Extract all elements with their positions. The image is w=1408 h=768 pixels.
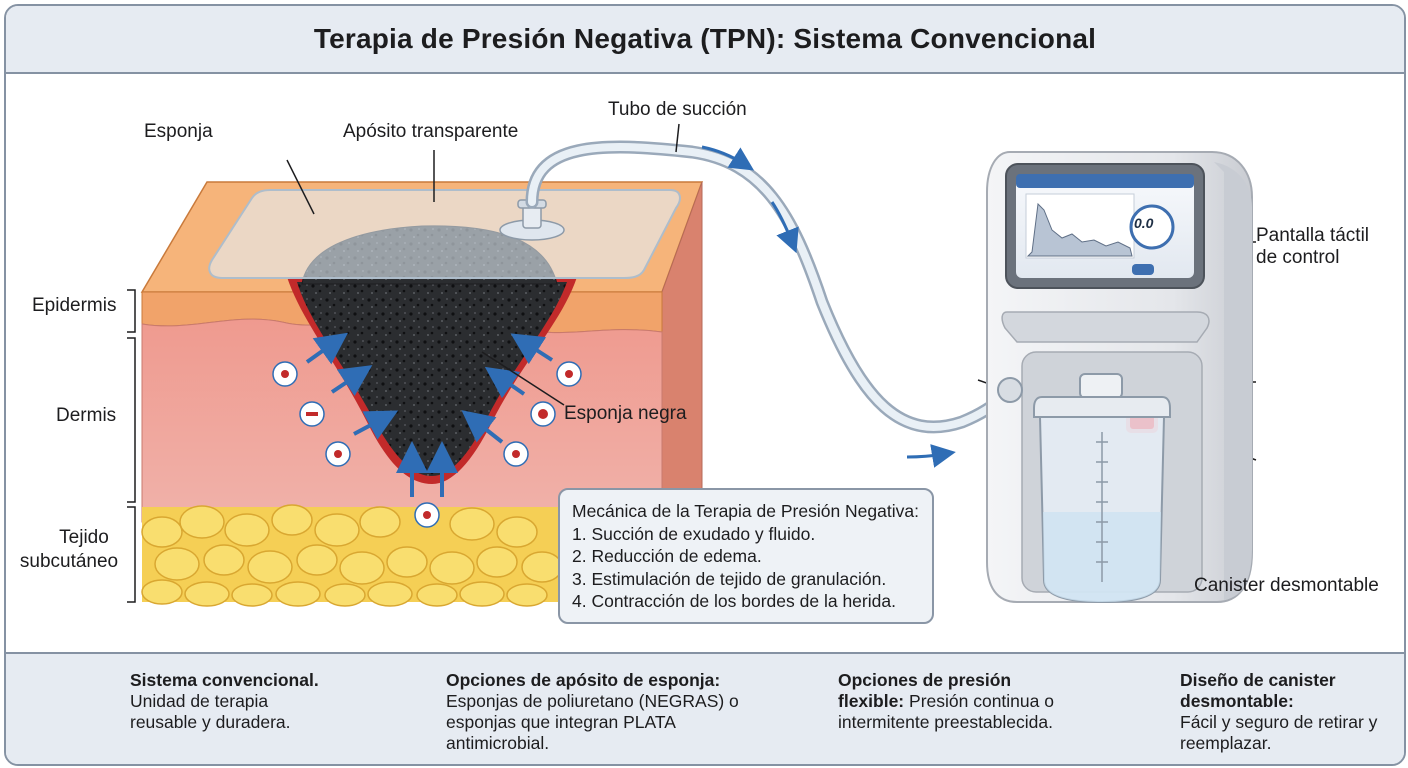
feature-title: Sistema convencional. [130,670,319,690]
mechanics-item: 3. Estimulación de tejido de granulación… [572,568,887,589]
mechanics-box: Mecánica de la Terapia de Presión Negati… [558,488,934,624]
dressing-port [499,199,565,241]
feature-conventional: Sistema convencional. Unidad de terapia … [130,670,335,733]
label-pantalla-1: Pantalla táctil [1256,225,1370,246]
page-title: Terapia de Presión Negativa (TPN): Siste… [313,23,1097,54]
inward-arrows [305,332,554,497]
feature-title: Opciones de apósito de esponja: [446,670,721,690]
layer-brackets [127,289,136,603]
feature-title: Opciones de presión flexible: [838,670,1012,711]
canister [1033,373,1171,604]
label-tejido-2: subcutáneo [19,551,119,572]
mechanics-item: 4. Contracción de los bordes de la herid… [572,591,896,611]
transparent-dressing [208,189,681,279]
mechanics-heading: Mecánica de la Terapia de Presión Negati… [572,501,919,521]
feature-body: Fácil y seguro de retirar y reemplazar. [1180,712,1378,753]
label-pantalla-2: de control [1256,247,1340,268]
feature-canister: Diseño de canister desmontable: Fácil y … [1180,670,1390,754]
illustration [38,123,1257,751]
badge-glyphs [281,370,573,519]
mechanics-item: 1. Succión de exudado y fluido. [572,523,816,544]
feature-title: Diseño de canister desmontable: [1180,670,1336,711]
feature-pressure: Opciones de presión flexible: Presión co… [838,670,1063,733]
feature-sponge: Opciones de apósito de esponja: Esponjas… [446,670,746,754]
label-tejido-1: Tejido [59,527,109,548]
screen-value: 0.0 [1134,215,1154,231]
scene [6,6,1404,764]
flow-arrows [701,145,956,468]
label-esponja: Esponja [144,121,213,142]
title-bar: Terapia de Presión Negativa (TPN): Siste… [6,6,1404,74]
diagram-frame: Terapia de Presión Negativa (TPN): Siste… [4,4,1406,766]
mechanics-item: 2. Reducción de edema. [572,546,762,566]
label-canister: Canister desmontable [1194,575,1379,596]
label-dermis: Dermis [56,405,117,426]
black-sponge [297,282,567,476]
label-esponja-negra: Esponja negra [564,403,687,424]
label-epidermis: Epidermis [32,295,117,316]
feature-body: Esponjas de poliuretano (NEGRAS) o espon… [446,691,739,753]
label-tubo: Tubo de succión [608,99,747,120]
label-aposito: Apósito transparente [343,121,519,142]
feature-body: Presión continua o intermitente preestab… [838,691,1054,732]
feature-body: Unidad de terapia reusable y duradera. [130,691,291,732]
feature-footer: Sistema convencional. Unidad de terapia … [6,652,1404,764]
